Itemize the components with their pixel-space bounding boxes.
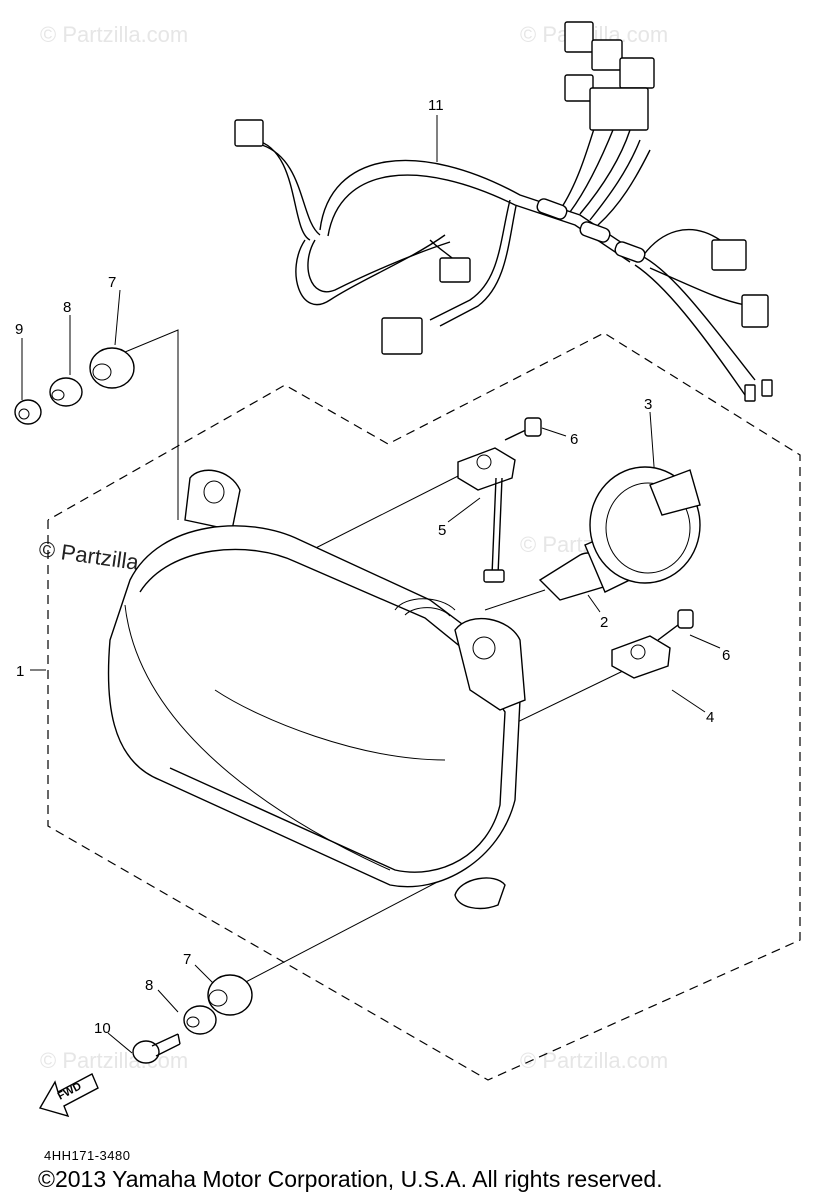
callout-6-lower: 6: [722, 647, 730, 664]
copyright-notice: ©2013 Yamaha Motor Corporation, U.S.A. A…: [38, 1166, 663, 1192]
headlight-assembly: [107, 469, 526, 910]
headlight-housing: [107, 525, 521, 888]
grommet-7-lower: [207, 974, 253, 1016]
connector-left-lower: [381, 317, 423, 355]
callout-11: 11: [428, 97, 444, 114]
callout-9: 9: [15, 321, 23, 338]
callout-1: 1: [16, 663, 24, 680]
terminal-1: [744, 384, 756, 402]
wire-sleeve-2: [579, 221, 611, 243]
connector-right-lower: [741, 294, 769, 328]
assembly-boundary: [47, 332, 801, 1081]
watermark-bottom-right: © Partzilla.com: [520, 1048, 668, 1073]
mount-tab-lower: [454, 877, 506, 910]
connector-top-3: [619, 57, 655, 89]
wire-harness: [234, 21, 773, 402]
callout-5: 5: [438, 522, 446, 539]
screw-6-upper: [504, 417, 542, 441]
callout-8-upper: 8: [63, 299, 71, 316]
forward-direction-arrow: FWD: [38, 1073, 99, 1118]
nut-9: [14, 399, 42, 425]
connector-top-1: [564, 21, 594, 53]
connector-right-upper: [711, 239, 747, 271]
bolt-10: [132, 1033, 181, 1064]
bulb-socket: [589, 466, 701, 584]
callout-4: 4: [706, 709, 714, 726]
callout-3: 3: [644, 396, 652, 413]
callout-8-lower: 8: [145, 977, 153, 994]
wire-sleeve-3: [614, 241, 646, 263]
grommet-7-upper: [89, 347, 135, 389]
callout-10: 10: [94, 1020, 111, 1037]
connector-top-5: [589, 87, 649, 131]
callout-7-upper: 7: [108, 274, 116, 291]
aim-adjuster-4: [611, 635, 671, 679]
collar-8-lower: [183, 1005, 217, 1035]
collar-8-upper: [49, 377, 83, 407]
callout-leaders: [21, 115, 721, 1054]
aim-adjuster-5: [457, 447, 516, 583]
mount-tab-right: [454, 617, 526, 711]
callout-2: 2: [600, 614, 608, 631]
watermark-top-left: © Partzilla.com: [40, 22, 188, 47]
connector-left-upper: [234, 119, 264, 147]
terminal-2: [761, 379, 773, 397]
wire-sleeve-1: [536, 198, 568, 220]
connector-top-2: [591, 39, 623, 71]
callout-7-lower: 7: [183, 951, 191, 968]
connector-top-4: [564, 74, 594, 102]
connector-left-mid: [439, 257, 471, 283]
screw-6-lower: [657, 609, 694, 641]
diagram-code: 4HH171-3480: [44, 1148, 131, 1163]
callout-6-upper: 6: [570, 431, 578, 448]
mount-tab-upper: [184, 469, 241, 531]
